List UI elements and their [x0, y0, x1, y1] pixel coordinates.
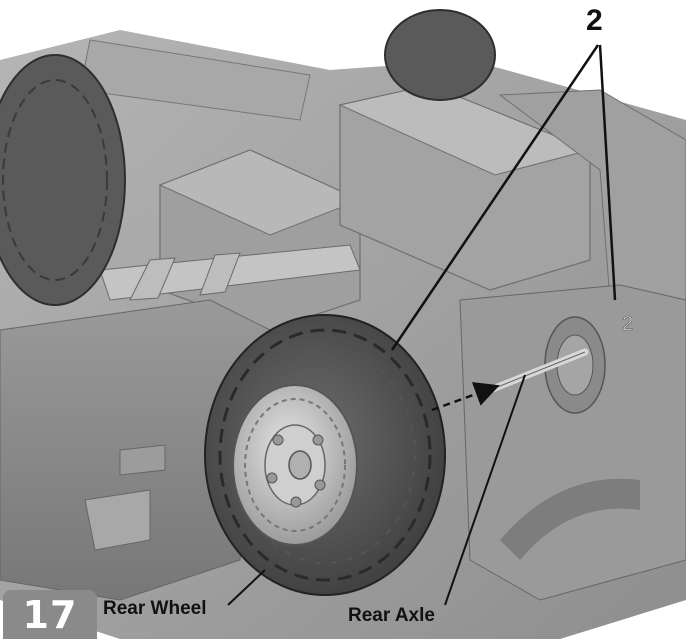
callout-number: 2 — [586, 4, 603, 37]
step-number: 17 — [22, 592, 78, 637]
top-tire-background — [384, 9, 496, 101]
front-tire-background — [0, 54, 126, 306]
rear-axle-leader — [444, 374, 526, 606]
step-badge: 17 — [3, 590, 97, 639]
rear-axle-rod — [486, 348, 589, 394]
callout-leaders — [390, 44, 617, 351]
rear-wheel — [204, 314, 446, 596]
hub-mark: 2 — [622, 313, 633, 335]
rear-wheel-leader — [227, 569, 266, 606]
rear-axle-label: Rear Axle — [348, 605, 435, 626]
rear-wheel-label: Rear Wheel — [103, 598, 207, 619]
